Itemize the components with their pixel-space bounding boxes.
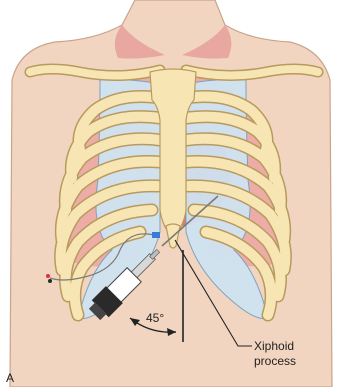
lead-connector-1	[46, 274, 50, 278]
callout-label-line1: Xiphoid	[254, 339, 294, 353]
callout-label-line2: process	[254, 354, 296, 368]
angle-label: 45°	[146, 311, 164, 325]
panel-label: A	[6, 371, 14, 385]
lead-clip	[152, 232, 160, 238]
lead-connector-2	[48, 279, 52, 283]
